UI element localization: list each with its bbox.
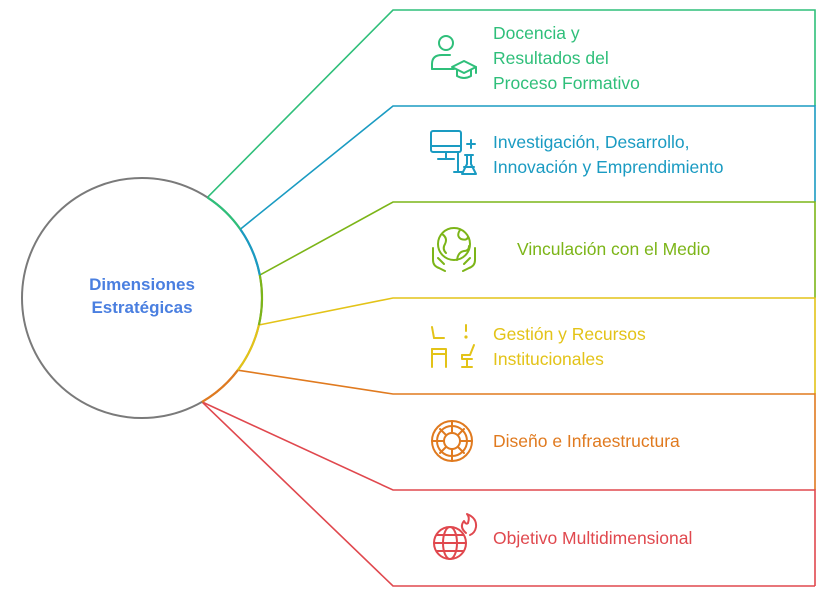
item-diseno-label: Diseño e Infraestructura: [493, 431, 680, 451]
center-label-line-1: Dimensiones: [89, 275, 195, 294]
circle-arc-investigacion: [239, 228, 261, 276]
connector-lines: [201, 9, 816, 587]
connector-line-bottom: [201, 401, 815, 587]
circle-arc-diseno: [201, 369, 239, 403]
item-objetivo-label: Objetivo Multidimensional: [493, 528, 693, 548]
computer-lab-flask-icon: [428, 128, 478, 178]
connector-line-investigacion: [239, 105, 816, 230]
connector-line-diseno: [237, 369, 816, 490]
item-investigacion-label: Investigación, Desarrollo, Innovación y …: [493, 132, 724, 177]
item-gestion-label: Gestión y Recursos Institucionales: [493, 324, 646, 369]
connector-line-docencia: [206, 9, 816, 198]
circle-arc-docencia: [206, 196, 242, 230]
center-label-line-2: Estratégicas: [91, 298, 193, 317]
circle-color-arcs: [201, 196, 264, 403]
item-vinculacion-label: Vinculación con el Medio: [517, 239, 711, 259]
connector-line-gestion: [258, 297, 816, 394]
circle-arc-gestion: [236, 324, 260, 371]
office-desk-chair-icon: [428, 321, 478, 371]
student-graduation-cap-icon: [428, 31, 478, 81]
connector-line-vinculacion: [259, 201, 816, 298]
connector-line-objetivo: [201, 401, 816, 586]
globe-fire-icon: [430, 513, 480, 563]
item-docencia-label: Docencia y Resultados del Proceso Format…: [493, 23, 640, 93]
circle-arc-vinculacion: [257, 274, 264, 326]
center-label: Dimensiones Estratégicas: [44, 273, 240, 319]
target-blueprint-icon: [430, 417, 480, 467]
hands-holding-globe-icon: [430, 224, 480, 274]
